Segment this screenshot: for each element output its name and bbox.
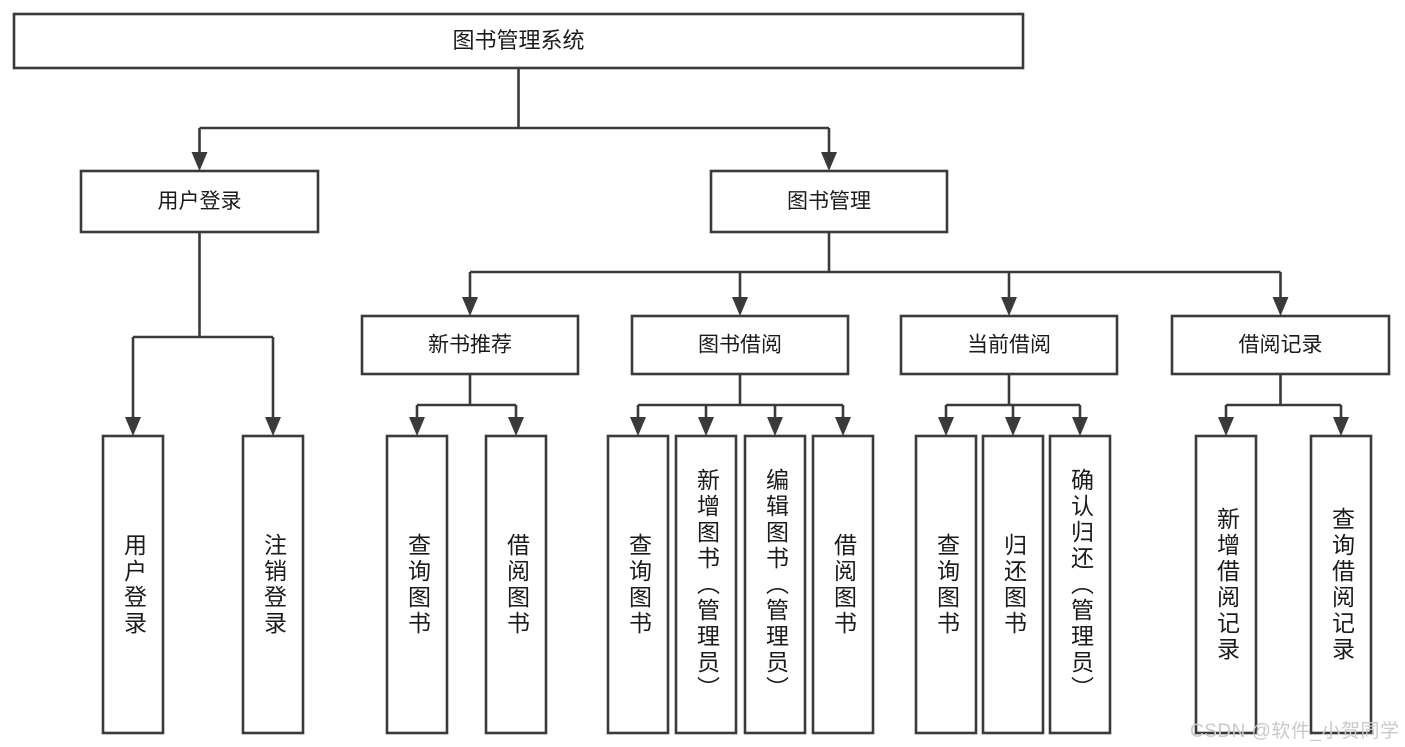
node-label-book-manage: 图书管理 — [787, 190, 871, 213]
node-box-recommend-borrow-book[interactable] — [484, 434, 548, 735]
node-box-book-borrow[interactable] — [630, 314, 850, 376]
node-box-borrow-query-book[interactable] — [606, 434, 670, 735]
arrow-head-user-login — [191, 152, 208, 171]
arrow-head-book-borrow — [732, 297, 748, 316]
connector-lines — [125, 68, 1349, 436]
arrow-head-borrow-query-book — [630, 417, 646, 436]
arrow-head-borrow-borrow-book — [835, 417, 851, 436]
arrow-head-borrow-record — [1272, 297, 1289, 316]
node-box-borrow-record[interactable] — [1170, 314, 1391, 376]
arrow-head-book-manage — [821, 152, 837, 171]
arrow-head-recommend-query-book — [409, 417, 425, 436]
node-label-current-borrow: 当前借阅 — [967, 334, 1051, 357]
node-label-new-book-recommend: 新书推荐 — [428, 334, 512, 357]
node-label-book-borrow: 图书借阅 — [698, 334, 782, 357]
arrow-head-current-return-book — [1005, 417, 1021, 436]
arrow-head-record-query — [1333, 417, 1349, 436]
node-box-user-logout[interactable] — [241, 434, 305, 735]
arrow-head-new-book-recommend — [462, 297, 478, 316]
node-box-record-query[interactable] — [1309, 434, 1373, 735]
node-box-borrow-add-book[interactable] — [674, 434, 738, 735]
node-label-borrow-record: 借阅记录 — [1239, 334, 1323, 357]
arrow-head-record-add — [1218, 417, 1234, 436]
node-box-current-confirm-return[interactable] — [1048, 434, 1112, 735]
arrow-head-current-query-book — [938, 417, 954, 436]
node-boxes — [12, 12, 1391, 735]
arrow-head-user-logout — [265, 417, 281, 436]
node-box-borrow-borrow-book[interactable] — [811, 434, 875, 735]
arrow-head-current-confirm-return — [1072, 417, 1088, 436]
node-box-borrow-edit-book[interactable] — [743, 434, 807, 735]
arrow-head-recommend-borrow-book — [508, 417, 524, 436]
node-box-recommend-query-book[interactable] — [385, 434, 449, 735]
node-box-current-query-book[interactable] — [914, 434, 978, 735]
arrow-head-borrow-edit-book — [767, 417, 783, 436]
watermark-text: CSDN @软件_小贺同学 — [1190, 721, 1400, 742]
node-box-user-login[interactable] — [79, 169, 320, 234]
arrow-head-current-borrow — [1001, 297, 1017, 316]
node-label-root: 图书管理系统 — [452, 28, 584, 53]
node-box-book-manage[interactable] — [709, 169, 949, 234]
arrow-head-borrow-add-book — [698, 417, 714, 436]
node-box-current-borrow[interactable] — [899, 314, 1119, 376]
node-box-new-book-recommend[interactable] — [360, 314, 580, 376]
node-box-current-return-book[interactable] — [981, 434, 1045, 735]
arrow-head-user-login-do — [125, 417, 141, 436]
node-box-root[interactable] — [12, 12, 1025, 70]
node-box-record-add[interactable] — [1194, 434, 1258, 735]
node-box-user-login-do[interactable] — [101, 434, 165, 735]
node-label-user-login: 用户登录 — [158, 190, 242, 213]
